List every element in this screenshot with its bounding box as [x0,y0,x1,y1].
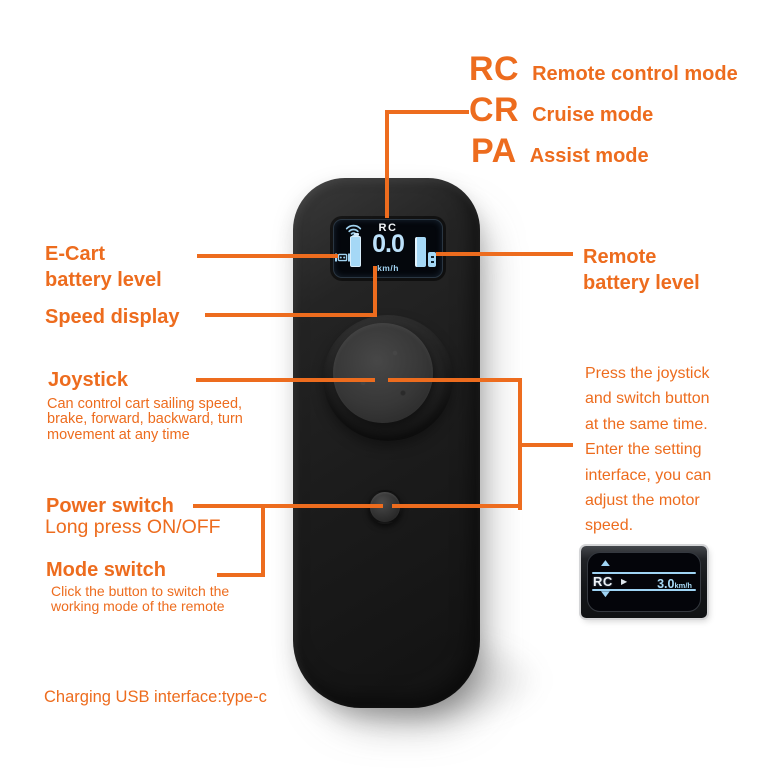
mode-label-cr: Cruise mode [532,104,654,126]
ecart-battery-icon [350,236,361,267]
right-pointer-icon: ▶ [621,577,628,586]
mode-label-rc: Remote control mode [532,63,738,85]
remote-battery-icon [415,237,426,267]
connector-remote-battery [436,252,573,256]
connector-joystick-left [196,378,375,382]
label-mode-switch: Mode switch [46,559,167,581]
joystick-description: Can control cart sailing speed, brake, f… [47,396,243,443]
mode-switch-desc-line1: Click the button to switch the [51,583,230,599]
connector-power-right [392,504,522,508]
connector-speed-horizontal [205,313,377,317]
connector-ecart-battery [197,254,338,258]
connector-power-mode-bracket [261,504,265,577]
setting-screen-speed: 3.0km/h [657,575,692,593]
settings-note-line3: at the same time. [585,415,708,433]
ecart-battery-cap [354,233,359,236]
label-remote-battery: Remote battery level [583,244,700,296]
screen-speed-value: 0.0 [372,230,405,258]
joystick-desc-line2: brake, forward, backward, turn [47,411,243,428]
setting-screen-divider-bottom [592,589,696,591]
label-ecart-line1: E-Cart [45,243,106,265]
label-power-switch: Power switch [46,495,174,517]
remote-battery-small-icon [428,252,436,267]
setting-speed-unit: km/h [674,581,692,590]
device-oled-screen: RC [333,219,443,278]
label-usb-charging: Charging USB interface:type-c [44,688,267,706]
connector-mode-horizontal [385,110,469,114]
label-ecart-line2: battery level [45,269,162,291]
label-long-press: Long press ON/OFF [45,516,221,538]
setting-speed-value: 3.0 [657,577,675,591]
connector-power-left [193,504,383,508]
mode-label-pa: Assist mode [529,145,649,167]
mode-switch-description: Click the button to switch the working m… [51,584,229,614]
settings-note: Press the joystick and switch button at … [585,361,711,539]
connector-joystick-right [388,378,522,382]
settings-note-line4: Enter the setting [585,441,702,459]
joystick-desc-line3: movement at any time [47,426,190,443]
connector-mode-vertical [385,110,389,218]
settings-note-line2: and switch button [585,390,710,408]
setting-oled-screen: ▲ RC ▶ 3.0km/h ▼ [587,552,701,612]
label-remote-line2: battery level [583,272,700,294]
mode-legend-cr: CR Cruise mode [469,93,653,127]
mode-code-cr: CR [469,91,520,129]
settings-note-line5: interface, you can [585,466,712,484]
mode-code-rc: RC [469,50,520,88]
mode-switch-desc-line2: working mode of the remote [51,597,225,614]
settings-note-line7: speed. [585,517,634,535]
screen-mode-text: RC [378,222,398,234]
setting-screen-divider-top [592,572,696,574]
connector-settings-note [518,443,573,447]
connector-mode-switch [217,573,265,577]
down-arrow-icon: ▼ [598,589,613,600]
settings-note-line6: adjust the motor [585,492,700,510]
setting-screen-mode: RC [593,574,613,589]
mode-legend-pa: PA Assist mode [471,134,649,168]
mode-legend-rc: RC Remote control mode [469,52,738,86]
screen-speed-unit: km/h [377,263,399,273]
joystick [333,323,433,423]
up-arrow-icon: ▲ [598,558,613,569]
settings-note-line1: Press the joystick [585,365,710,382]
label-ecart-battery: E-Cart battery level [45,241,162,293]
label-speed-display: Speed display [45,306,180,328]
setting-screen-photo: ▲ RC ▶ 3.0km/h ▼ [581,546,707,618]
mode-code-pa: PA [471,132,517,170]
joystick-desc-line1: Can control cart sailing speed, [47,396,243,412]
label-remote-line1: Remote [583,246,657,268]
label-joystick: Joystick [48,369,129,391]
connector-speed-vertical [373,266,377,317]
